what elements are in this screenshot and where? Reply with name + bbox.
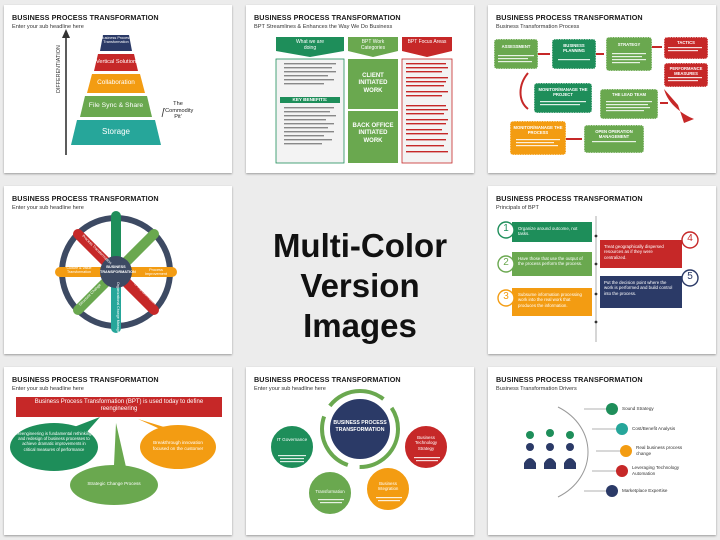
column-header: BPT Work Categories bbox=[360, 39, 386, 51]
driver-label: Marketplace Expertise bbox=[622, 488, 668, 493]
center-headline: Multi-Color Version Images bbox=[246, 226, 474, 346]
hub-label: BUSINESS PROCESS TRANSFORMATION bbox=[333, 420, 387, 433]
spoke-label: Job Redesign bbox=[106, 230, 110, 254]
bubble-text: Breakthrough innovation focused on the c… bbox=[152, 440, 204, 451]
driver-label: Sound Strategy bbox=[622, 406, 654, 411]
bubble-text: Strategic Change Process bbox=[87, 481, 141, 486]
bubbles-graphic bbox=[10, 397, 222, 505]
spoke-label: Culture & Value Transformation bbox=[66, 266, 92, 275]
driver-label: Leveraging Technology Automation bbox=[632, 465, 680, 476]
column-header: What we are doing bbox=[295, 39, 325, 51]
center-headline-line2: Version Images bbox=[300, 267, 420, 344]
flow-box-label: ASSESSMENT bbox=[501, 44, 531, 49]
slide-subtitle: Business Transformation Drivers bbox=[496, 386, 577, 392]
node-label: Business Integration bbox=[377, 481, 399, 492]
side-label: The 'Commodity Pit' bbox=[164, 101, 194, 121]
bubble-text: Reengineering is fundamental rethinking … bbox=[16, 431, 92, 452]
slide-drivers[interactable]: BUSINESS PROCESS TRANSFORMATION Business… bbox=[488, 367, 716, 535]
category-label: CLIENT INITIATED WORK bbox=[358, 73, 388, 94]
principle-text: Put the decision point where the work is… bbox=[604, 280, 673, 296]
slide-subtitle: Enter your sub headline here bbox=[12, 205, 84, 211]
principle-number: 2 bbox=[503, 257, 509, 268]
pyramid-layer-label: Business Process Transformation bbox=[100, 36, 132, 45]
principals-graphic bbox=[497, 216, 699, 342]
principle-number: 1 bbox=[503, 223, 509, 234]
pyramid-layer-label: Storage bbox=[101, 127, 131, 136]
column-header: BPT Focus Areas bbox=[407, 39, 447, 45]
slide-wheel[interactable]: BUSINESS PROCESS TRANSFORMATION Enter yo… bbox=[4, 186, 232, 354]
wheel-hub-label: BUSINESS TRANSFORMATION bbox=[100, 265, 136, 274]
principle-number: 3 bbox=[503, 291, 509, 302]
slide-subtitle: Business Transformation Process bbox=[496, 24, 580, 30]
principle-number: 4 bbox=[687, 233, 693, 244]
slide-streamlines[interactable]: BUSINESS PROCESS TRANSFORMATION BPT Stre… bbox=[246, 5, 474, 173]
slide-title: BUSINESS PROCESS TRANSFORMATION bbox=[496, 375, 643, 384]
principle-number: 5 bbox=[687, 271, 693, 282]
slide-process-flow[interactable]: BUSINESS PROCESS TRANSFORMATION Business… bbox=[488, 5, 716, 173]
spoke-label: Organizational Change Management bbox=[116, 282, 120, 341]
pyramid-layer bbox=[100, 35, 132, 51]
slide-subtitle: Enter your sub headline here bbox=[12, 24, 84, 30]
flow-box-label: STRATEGY bbox=[617, 42, 641, 47]
pyramid-layer-label: Collaboration bbox=[97, 79, 135, 86]
flow-box-label: MONITOR/MANAGE THE PROCESS bbox=[513, 125, 563, 135]
principle-text: Treat geographically dispersed resources… bbox=[604, 244, 664, 260]
axis-label: DIFFERENTIATION bbox=[56, 45, 62, 93]
flow-box-label: THE LEAD TEAM bbox=[612, 92, 646, 97]
driver-label: Cost/Benefit Analysis bbox=[632, 426, 676, 431]
slide-definition-bubbles[interactable]: BUSINESS PROCESS TRANSFORMATION Enter yo… bbox=[4, 367, 232, 535]
driver-label: Real business process change bbox=[636, 445, 683, 456]
slide-principals[interactable]: BUSINESS PROCESS TRANSFORMATION Principa… bbox=[488, 186, 716, 354]
pyramid-layer-label: Vertical Solution bbox=[95, 59, 137, 65]
flow-box-label: PERFORMANCE MEASURES bbox=[669, 66, 703, 76]
hub-graphic bbox=[269, 389, 449, 516]
slide-title: BUSINESS PROCESS TRANSFORMATION bbox=[12, 375, 159, 384]
slide-title: BUSINESS PROCESS TRANSFORMATION bbox=[254, 375, 401, 384]
definition-banner: Business Process Transformation (BPT) is… bbox=[34, 399, 204, 413]
key-benefits-label: KEY BENEFITS: bbox=[292, 97, 328, 102]
pyramid-graphic bbox=[62, 29, 165, 155]
slide-title: BUSINESS PROCESS TRANSFORMATION bbox=[496, 13, 643, 22]
wheel-graphic bbox=[55, 211, 177, 333]
principle-text: Organize around outcome, not tasks. bbox=[518, 226, 578, 237]
slide-title: BUSINESS PROCESS TRANSFORMATION bbox=[12, 194, 159, 203]
slide-subtitle: Principals of BPT bbox=[496, 205, 539, 211]
principle-text: Have those that use the output of the pr… bbox=[518, 256, 583, 267]
drivers-graphic bbox=[524, 403, 632, 498]
category-label: BACK OFFICE INITIATED WORK bbox=[352, 123, 394, 144]
principle-text: Subsume information processing work into… bbox=[518, 292, 582, 308]
slide-title: BUSINESS PROCESS TRANSFORMATION bbox=[254, 13, 401, 22]
pyramid-layer-label: File Sync & Share bbox=[88, 102, 144, 109]
slide-hub-nodes[interactable]: BUSINESS PROCESS TRANSFORMATION Enter yo… bbox=[246, 367, 474, 535]
slide-title: BUSINESS PROCESS TRANSFORMATION bbox=[12, 13, 159, 22]
streamlines-graphic bbox=[275, 37, 453, 164]
flow-box-label: BUSINESS PLANNING bbox=[563, 43, 585, 53]
slide-subtitle: Enter your sub headline here bbox=[12, 386, 84, 392]
flow-box-label: TACTICS bbox=[677, 40, 695, 45]
slide-title: BUSINESS PROCESS TRANSFORMATION bbox=[496, 194, 643, 203]
node-label: Transformation bbox=[315, 489, 345, 494]
node-label: IT Governance bbox=[276, 437, 308, 442]
flow-box-label: OPEN OPERATION MANAGEMENT bbox=[595, 129, 633, 139]
slide-subtitle: BPT Streamlines & Enhances the Way We Do… bbox=[254, 24, 393, 30]
slide-subtitle: Enter your sub headline here bbox=[254, 386, 326, 392]
center-headline-line1: Multi-Color bbox=[272, 227, 448, 264]
node-label: Business Technology Strategy bbox=[414, 435, 438, 451]
slide-pyramid[interactable]: BUSINESS PROCESS TRANSFORMATION Enter yo… bbox=[4, 5, 232, 173]
process-flow-graphic bbox=[493, 36, 709, 156]
spoke-label: Process Improvement bbox=[144, 268, 168, 276]
flow-box-label: MONITOR/MANAGE THE PROJECT bbox=[538, 87, 588, 97]
